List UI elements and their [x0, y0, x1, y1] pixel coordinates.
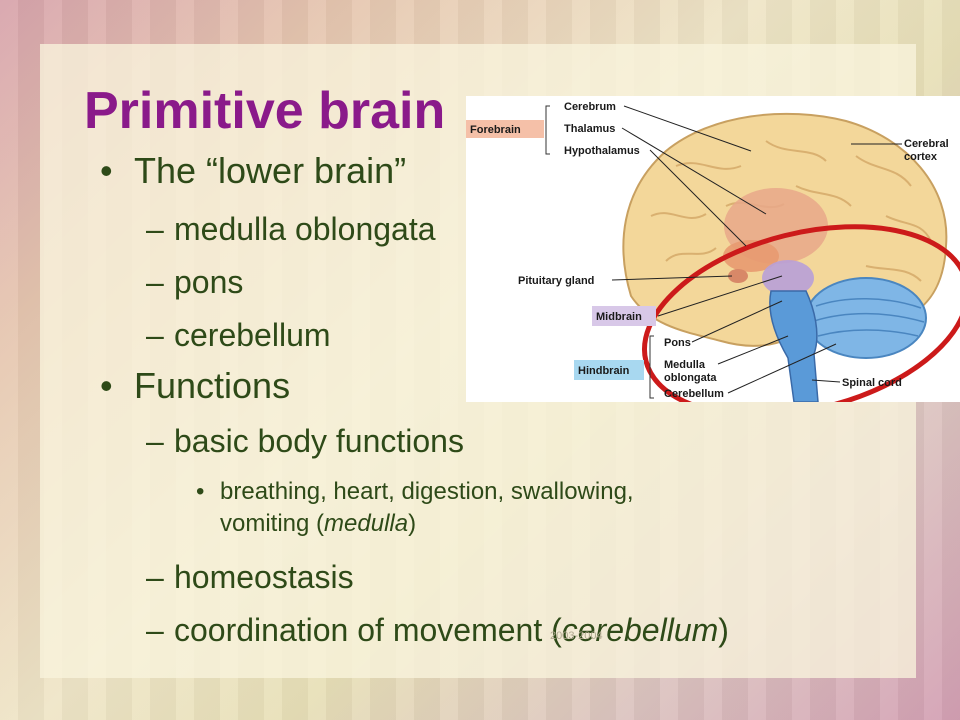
bullet-text-italic: cerebellum	[561, 612, 719, 648]
bullet-text: breathing, heart, digestion, swallowing,	[220, 478, 634, 505]
bullet-text: pons	[174, 264, 244, 300]
spinal-cord-label: Spinal cord	[842, 377, 902, 389]
bullet-functions: • Functions	[100, 365, 290, 407]
bullet-text: Functions	[134, 365, 291, 406]
bullet-text-post: )	[718, 612, 729, 648]
midbrain-shape	[762, 260, 814, 296]
sub-bullet-cerebellum: –cerebellum	[146, 316, 331, 354]
leader-lines	[611, 105, 902, 394]
thalamus-label: Thalamus	[564, 123, 615, 135]
highlight-ring	[641, 224, 960, 402]
bullet-text: medulla oblongata	[174, 211, 436, 247]
bullet-text-pre: coordination of movement (	[174, 612, 562, 648]
dash-marker: –	[146, 317, 164, 353]
bullet-text: cerebellum	[174, 317, 331, 353]
bullet-lower-brain: • The “lower brain”	[100, 150, 406, 192]
midbrain-tag	[592, 306, 656, 326]
footer-year: 2003-2004	[550, 630, 603, 642]
hindbrain-tag	[574, 360, 644, 380]
hypothalamus-label: Hypothalamus	[564, 145, 640, 157]
medulla-label-a: Medulla	[664, 359, 706, 371]
bullet-text-pre: vomiting (	[220, 510, 325, 537]
slide-title: Primitive brain	[84, 82, 446, 140]
dash-marker: –	[146, 211, 164, 247]
bullet-marker: •	[100, 150, 113, 191]
dash-marker: –	[146, 559, 164, 595]
cerebellum-folds	[813, 297, 925, 337]
bullet-text: homeostasis	[174, 559, 354, 595]
sub-bullet-homeostasis: –homeostasis	[146, 558, 354, 596]
cerebral-cortex-label-b: cortex	[904, 151, 938, 163]
hindbrain-label: Hindbrain	[578, 365, 630, 377]
dash-marker: –	[146, 612, 164, 648]
hypothalamus-shape	[723, 240, 779, 272]
bullet-text: basic body functions	[174, 423, 464, 459]
bullet-marker: •	[100, 365, 113, 406]
sub-sub-bullet-line2: vomiting (medulla)	[220, 509, 416, 539]
forebrain-bracket	[545, 105, 550, 155]
bullet-text: The “lower brain”	[134, 150, 407, 191]
hindbrain-bracket	[649, 335, 654, 399]
brainstem-shape	[769, 290, 819, 402]
sub-bullet-coordination: –coordination of movement (cerebellum)	[146, 611, 729, 649]
pituitary-label: Pituitary gland	[518, 275, 594, 287]
cerebrum-label: Cerebrum	[564, 101, 616, 113]
bullet-text-post: )	[408, 510, 417, 537]
forebrain-label: Forebrain	[470, 124, 521, 136]
sub-bullet-medulla: –medulla oblongata	[146, 210, 436, 248]
bullet-text-italic: medulla	[324, 510, 409, 537]
pituitary-shape	[728, 269, 748, 283]
cerebral-cortex-label-a: Cerebral	[904, 138, 949, 150]
sub-bullet-basic-functions: –basic body functions	[146, 422, 464, 460]
brain-svg: Forebrain Cerebrum Thalamus Hypothalamus…	[466, 101, 960, 402]
medulla-label-b: oblongata	[664, 372, 717, 384]
sub-bullet-pons: –pons	[146, 263, 243, 301]
brain-diagram: Forebrain Cerebrum Thalamus Hypothalamus…	[466, 96, 960, 402]
dash-marker: –	[146, 264, 164, 300]
dash-marker: –	[146, 423, 164, 459]
pons-label: Pons	[664, 337, 691, 349]
cerebellum-label: Cerebellum	[664, 388, 724, 400]
sub-sub-bullet-line1: • breathing, heart, digestion, swallowing…	[196, 477, 634, 507]
forebrain-tag	[466, 120, 544, 138]
midbrain-label: Midbrain	[596, 311, 642, 323]
bullet-marker: •	[196, 478, 205, 505]
